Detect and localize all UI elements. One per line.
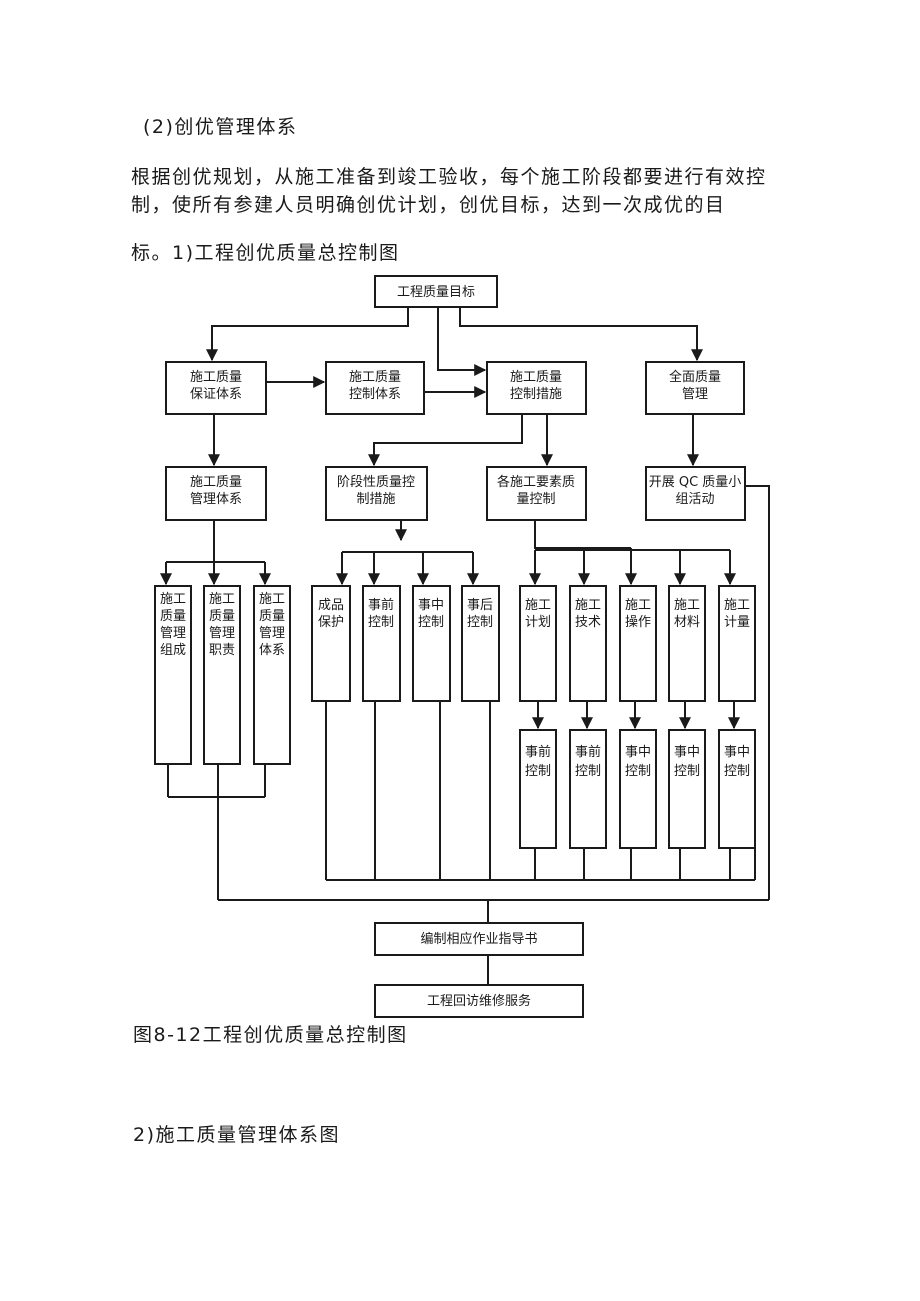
mgmt-child-label: 组成 [160,643,186,658]
control-system-label: 施工质量 [349,370,401,385]
flowchart-connectors [160,307,770,985]
mgmt-child-label: 施工 [160,592,186,607]
stage-control-label: 阶段性质量控 [337,475,415,490]
element-child-box [668,585,706,702]
element-child-box [718,585,756,702]
element-control-box [486,466,587,521]
flowchart-labels: 工程质量目标 施工质量 保证体系 施工质量 控制体系 施工质量 控制措施 全面质… [160,285,750,1009]
stage-child-label: 控制 [467,615,493,630]
mgmt-child-box [203,585,241,765]
mgmt-child-label: 管理 [160,626,186,641]
element-child-label: 施工 [674,598,700,613]
mgmt-child-label: 体系 [259,643,285,658]
element-child-box [619,585,657,702]
assurance-label: 保证体系 [190,387,242,402]
paragraph-line-3: 标。1)工程创优质量总控制图 [131,242,400,264]
stage-child-label: 事后 [467,598,493,613]
mgmt-system-box [165,466,267,521]
guide-label: 编制相应作业指导书 [420,931,537,947]
mgmt-child-box [154,585,192,765]
element-child-label: 施工 [625,598,651,613]
tqm-label: 全面质量 [669,369,721,385]
qc-label: 开展 QC 质量小 [649,475,742,490]
control-measures-box [486,361,587,415]
mgmt-child-label: 质量 [209,609,235,624]
element-control-label: 量控制 [516,492,555,507]
stage-child-box [362,585,401,702]
paragraph-line-1: 根据创优规划，从施工准备到竣工验收，每个施工阶段都要进行有效控 [131,166,767,188]
element-sub-label: 控制 [625,764,651,779]
element-sub-label: 控制 [724,764,750,779]
stage-child-box [461,585,500,702]
element-sub-box [718,729,756,849]
service-label: 工程回访维修服务 [427,993,531,1009]
element-child-label: 技术 [575,615,601,630]
element-child-box [519,585,557,702]
stage-child-label: 事前 [368,597,394,613]
goal-box [374,275,498,308]
element-child-label: 计量 [724,615,750,630]
stage-control-label: 制措施 [356,492,395,507]
stage-child-box [311,585,351,702]
stage-child-label: 成品 [318,598,344,613]
mgmt-child-label: 施工 [259,592,285,607]
qc-box [645,466,746,521]
tqm-box [645,361,745,415]
mgmt-child-box [253,585,291,765]
mgmt-child-label: 质量 [259,609,285,624]
element-child-label: 施工 [575,598,601,613]
figure-caption: 图8-12工程创优质量总控制图 [133,1024,408,1046]
stage-child-box [412,585,451,702]
mgmt-child-label: 管理 [209,626,235,641]
element-sub-box [569,729,607,849]
service-box [374,984,584,1018]
control-measures-label: 施工质量 [510,370,562,385]
stage-control-box [325,466,428,521]
element-control-label: 各施工要素质 [497,474,575,490]
mgmt-child-label: 施工 [209,592,235,607]
element-child-label: 材料 [674,615,700,630]
section-heading-creation-system: (2)创优管理体系 [143,116,298,138]
element-sub-label: 事前 [525,744,551,760]
control-system-label: 控制体系 [349,387,401,402]
element-sub-box [519,729,557,849]
control-system-box [325,361,425,415]
element-sub-box [619,729,657,849]
flowchart-boxes [154,275,756,1018]
element-sub-label: 控制 [674,764,700,779]
assurance-box [165,361,267,415]
mgmt-child-label: 职责 [209,643,235,658]
paragraph-line-2: 制，使所有参建人员明确创优计划，创优目标，达到一次成优的目 [131,194,726,216]
stage-child-label: 控制 [368,615,394,630]
mgmt-child-label: 管理 [259,626,285,641]
section-heading-next: 2)施工质量管理体系图 [133,1124,341,1146]
tqm-label: 管理 [682,387,708,402]
element-child-label: 施工 [724,598,750,613]
element-child-label: 施工 [525,598,551,613]
element-sub-label: 事中 [724,745,750,760]
qc-label: 组活动 [675,492,714,507]
element-sub-label: 事中 [625,745,651,760]
element-child-label: 操作 [625,614,651,630]
stage-child-label: 保护 [318,615,344,630]
element-child-label: 计划 [525,615,551,630]
control-measures-label: 控制措施 [510,387,562,402]
element-sub-label: 事中 [674,745,700,760]
element-sub-label: 控制 [575,764,601,779]
mgmt-child-label: 质量 [160,609,186,624]
mgmt-system-label: 管理体系 [190,492,242,507]
guide-box [374,922,584,956]
stage-child-label: 控制 [418,615,444,630]
mgmt-system-label: 施工质量 [190,475,242,490]
element-child-box [569,585,607,702]
assurance-label: 施工质量 [190,370,242,385]
element-sub-label: 控制 [525,764,551,779]
element-sub-label: 事前 [575,744,601,760]
element-sub-box [668,729,706,849]
goal-label: 工程质量目标 [397,285,475,300]
stage-child-label: 事中 [418,598,444,613]
